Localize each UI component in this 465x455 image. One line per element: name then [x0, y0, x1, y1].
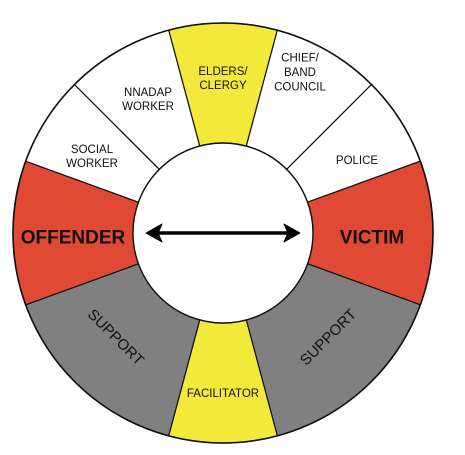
segment-label-police: POLICE — [336, 155, 379, 167]
segment-label-line: VICTIM — [340, 228, 404, 249]
segments-layer — [12, 22, 434, 444]
segment-label-elders-clergy: ELDERS/CLERGY — [198, 66, 248, 92]
segment-label-chief-band-council: CHIEF/BAND COUNCIL — [274, 53, 326, 94]
segment-label-line: NNADAP — [124, 87, 172, 99]
arrow-head-left — [145, 223, 163, 243]
outer-rim — [12, 22, 434, 444]
segment-label-line: POLICE — [336, 155, 379, 167]
arrow-head-right — [283, 223, 301, 243]
segment-label-line: SOCIAL — [71, 144, 114, 156]
segment-label-nnadap-worker: NNADAP WORKER — [122, 87, 174, 113]
segment-label-line: BAND — [284, 67, 316, 79]
segment-label-facilitator: FACILITATOR — [187, 388, 259, 400]
segment-label-line: OFFENDER — [21, 228, 126, 249]
segment-label-offender: OFFENDER — [21, 228, 126, 249]
double-headed-arrow-icon — [145, 223, 301, 243]
segment-label-line: CHIEF/ — [281, 53, 320, 65]
segment-label-line: FACILITATOR — [187, 388, 259, 400]
segment-label-victim: VICTIM — [340, 228, 404, 249]
outline-layer — [12, 22, 434, 444]
center-layer — [132, 142, 314, 324]
segment-label-line: ELDERS/ — [198, 66, 248, 78]
segment-label-line: CLERGY — [199, 80, 247, 92]
segment-label-line: COUNCIL — [274, 81, 326, 93]
segment-label-social-worker: SOCIAL WORKER — [66, 144, 118, 170]
segment-label-line: WORKER — [66, 158, 118, 170]
segment-label-line: WORKER — [122, 101, 174, 113]
